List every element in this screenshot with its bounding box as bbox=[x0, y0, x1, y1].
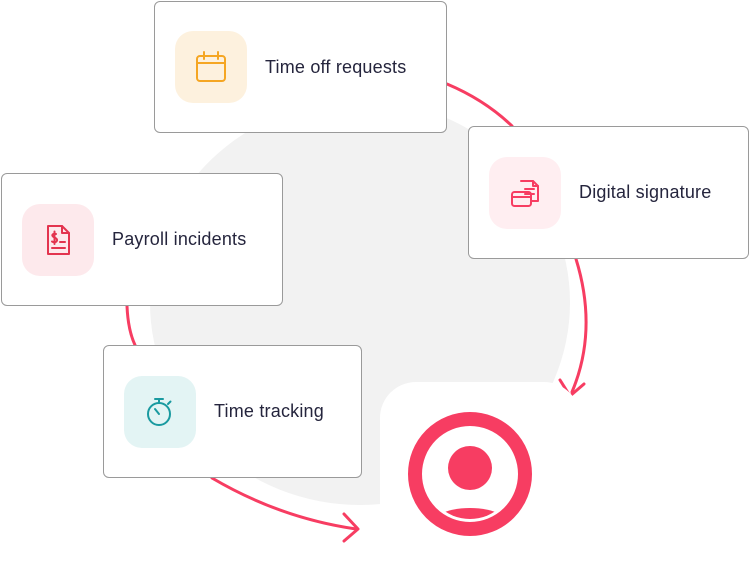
calendar-icon bbox=[196, 51, 226, 82]
payroll-document-icon bbox=[47, 224, 70, 255]
card-time-tracking[interactable]: Time tracking bbox=[103, 345, 362, 478]
payroll-document-tile bbox=[22, 203, 94, 276]
card-label: Time off requests bbox=[265, 56, 407, 77]
arrow-payroll-to-timetrack bbox=[125, 304, 137, 347]
arrow-timetrack-to-avatar bbox=[210, 476, 358, 531]
card-label: Digital signature bbox=[579, 182, 712, 202]
user-avatar-icon bbox=[408, 412, 532, 536]
arrow-digital-to-avatar bbox=[570, 257, 588, 394]
document-signature-tile bbox=[489, 156, 561, 229]
card-time-off-requests[interactable]: Time off requests bbox=[154, 1, 447, 133]
card-payroll-incidents[interactable]: Payroll incidents bbox=[1, 173, 283, 306]
stopwatch-icon bbox=[147, 397, 172, 426]
arrow-timeoff-to-digital bbox=[445, 82, 514, 128]
card-label: Payroll incidents bbox=[112, 229, 247, 249]
arrow-timetrack-to-avatar-head bbox=[342, 512, 360, 543]
calendar-tile bbox=[175, 31, 247, 103]
document-signature-icon bbox=[511, 179, 539, 207]
stopwatch-tile bbox=[124, 375, 196, 448]
card-digital-signature[interactable]: Digital signature bbox=[468, 126, 749, 259]
card-label: Time tracking bbox=[214, 401, 324, 421]
